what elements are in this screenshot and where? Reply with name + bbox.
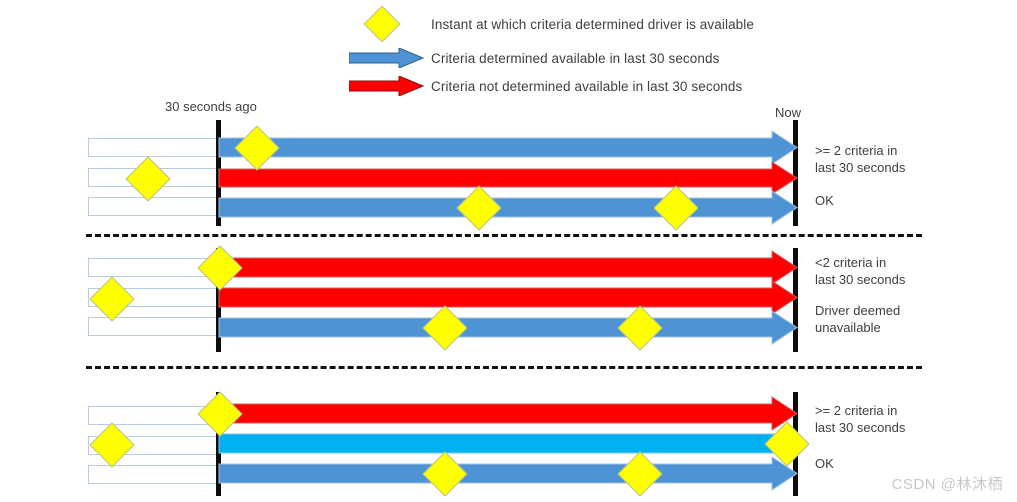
annotation-criteria-count: >= 2 criteria in last 30 seconds [815, 143, 906, 175]
blue-arrow-icon [349, 48, 425, 68]
annotation-verdict: OK [815, 193, 834, 208]
legend-label-instant: Instant at which criteria determined dri… [431, 16, 754, 32]
annotation-verdict: OK [815, 456, 834, 471]
now-rule [793, 120, 798, 226]
axis-label-start: 30 seconds ago [165, 99, 257, 114]
legend-label-available: Criteria determined available in last 30… [431, 50, 720, 66]
now-rule [793, 248, 798, 352]
panel-separator [86, 234, 922, 237]
bar-red [218, 396, 798, 431]
bar-red [218, 280, 798, 315]
legend-glyph-blue-arrow [345, 44, 431, 72]
legend-item-available: Criteria determined available in last 30… [345, 44, 719, 72]
annotation-criteria-count: >= 2 criteria in last 30 seconds [815, 403, 906, 435]
legend: Instant at which criteria determined dri… [345, 5, 865, 100]
watermark: CSDN @林沐栖 [891, 476, 1003, 493]
axis-label-now: Now [775, 105, 802, 120]
bar-red [218, 250, 798, 285]
bar-red [218, 161, 798, 195]
legend-item-not-available: Criteria not determined available in las… [345, 72, 742, 100]
bar-blue [218, 456, 798, 491]
bar-bright-blue [218, 433, 798, 454]
panel-2: <2 criteria in last 30 seconds Driver de… [88, 245, 906, 352]
legend-label-not-available: Criteria not determined available in las… [431, 78, 743, 94]
panel-1: >= 2 criteria in last 30 seconds OK [0, 0, 1017, 236]
legend-item-instant: Instant at which criteria determined dri… [345, 5, 754, 43]
red-arrow-icon [349, 76, 425, 96]
bar-blue [218, 130, 798, 165]
annotation-criteria-count: <2 criteria in last 30 seconds [815, 255, 906, 287]
legend-glyph-red-arrow [345, 72, 431, 100]
panel-separator [86, 366, 922, 369]
annotation-verdict: Driver deemed unavailable [815, 303, 901, 335]
bar-blue [218, 190, 798, 225]
